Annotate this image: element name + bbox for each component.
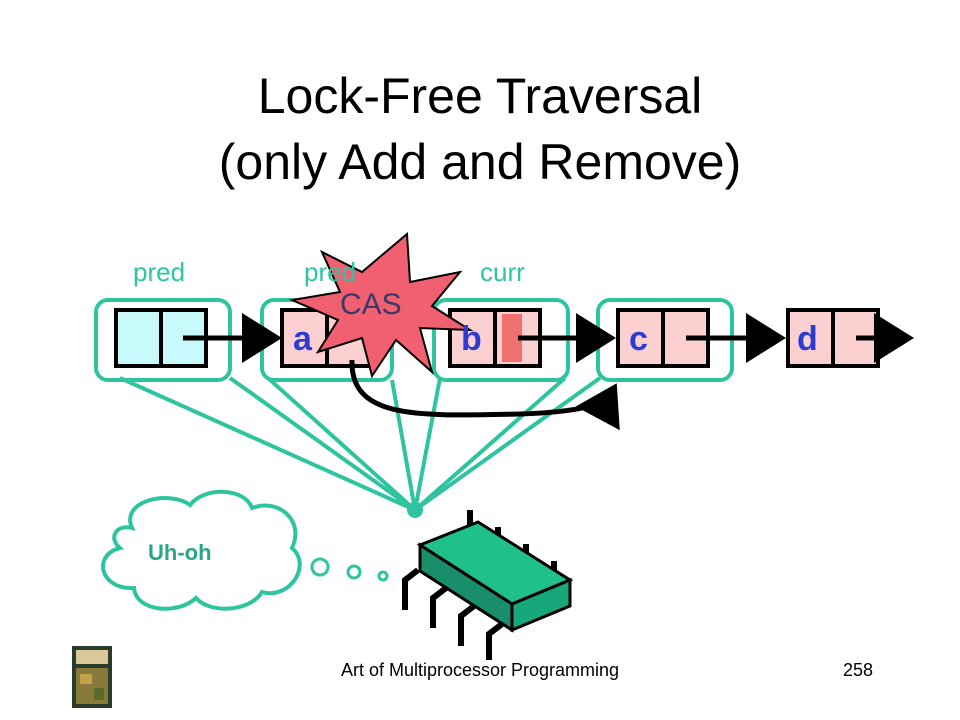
slide-title-line2: (only Add and Remove)	[218, 134, 742, 190]
cas-label: CAS	[340, 288, 402, 321]
thought-bubble-large	[310, 557, 330, 577]
pred-label-1: pred	[133, 257, 186, 287]
mark-bit	[502, 314, 522, 362]
node-a-label: a	[293, 320, 312, 358]
node-c-label: c	[629, 320, 648, 358]
thought-cloud	[101, 489, 302, 611]
thought-bubble-medium	[346, 564, 362, 580]
pred-label-2: pred	[304, 257, 357, 287]
cas-burst	[288, 231, 474, 379]
page-number: 258	[843, 660, 874, 680]
thought-bubble-small	[377, 570, 389, 582]
next-arrows	[183, 313, 914, 431]
slide-title-line1: Lock-Free Traversal	[257, 68, 703, 124]
thread-links	[119, 376, 602, 512]
thought-text: Uh-oh	[148, 540, 212, 565]
curr-label: curr	[480, 257, 525, 287]
node-d-label: d	[797, 320, 818, 358]
chip-icon	[402, 510, 574, 660]
footer-text: Art of Multiprocessor Programming	[340, 660, 620, 680]
thread-point	[407, 502, 423, 518]
book-cover-thumbnail	[72, 646, 112, 708]
node-b-label: b	[461, 320, 482, 358]
